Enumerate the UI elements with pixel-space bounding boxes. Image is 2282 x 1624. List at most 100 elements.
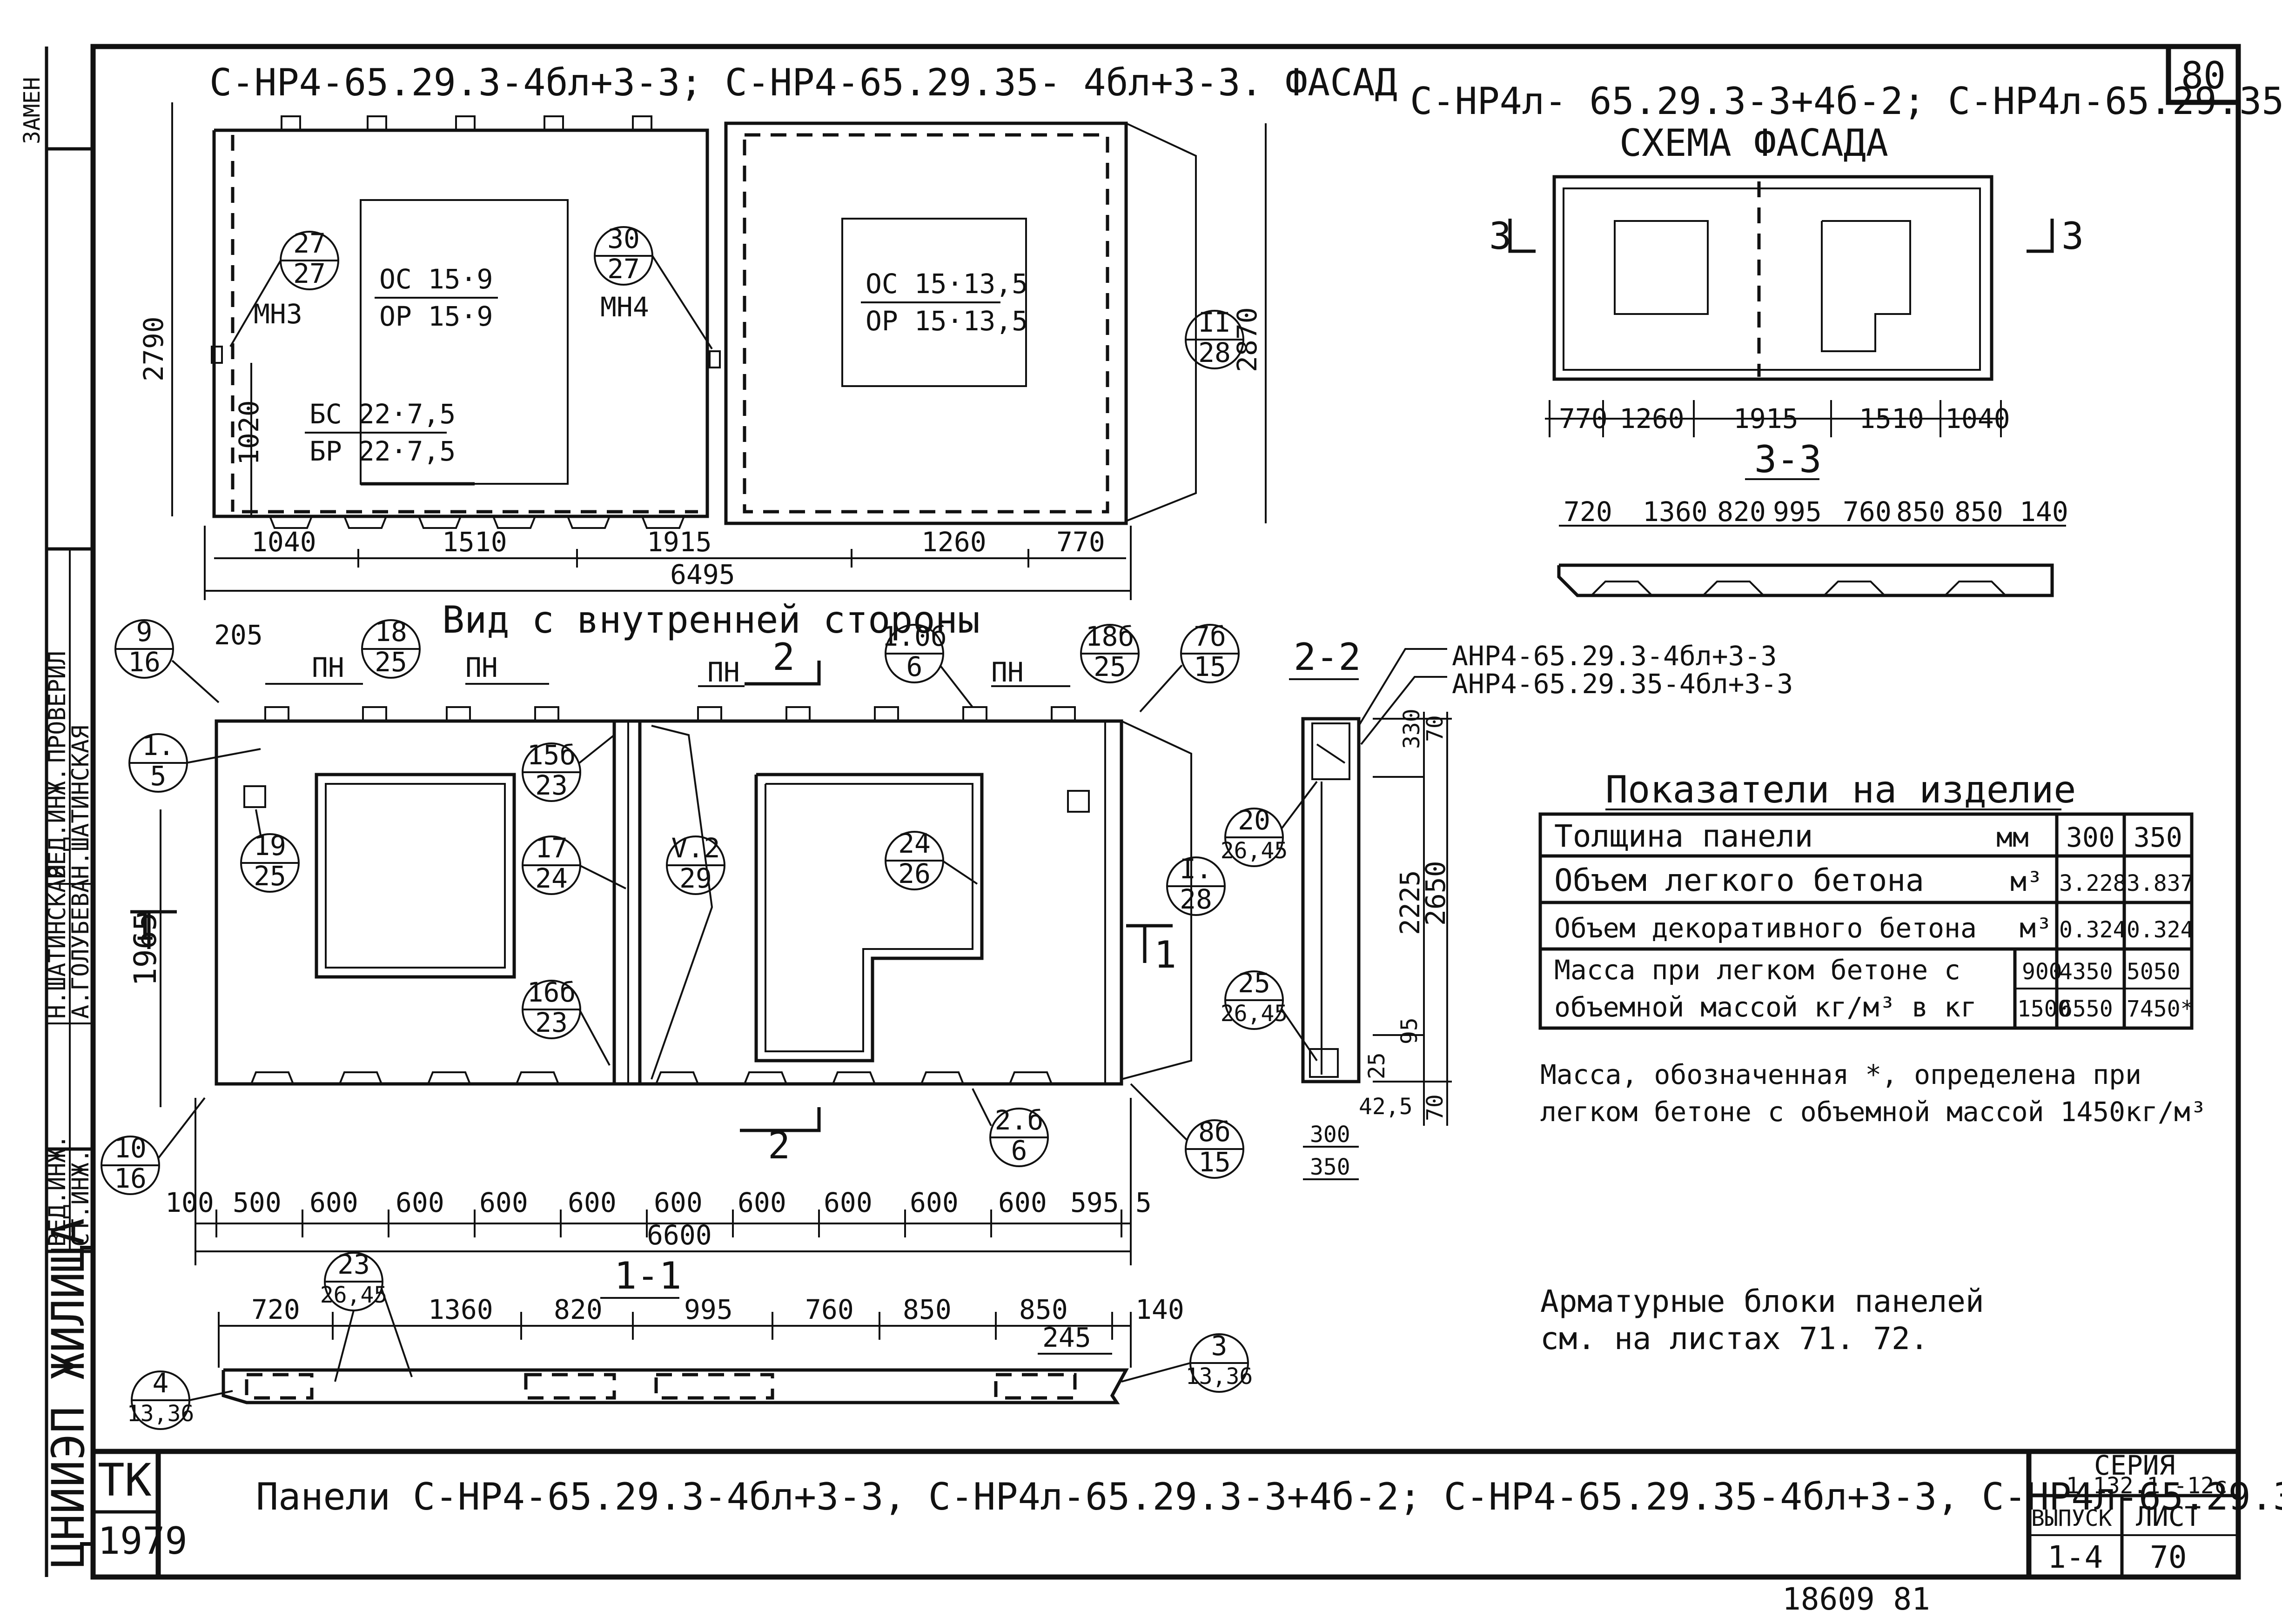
svg-text:70: 70	[1422, 715, 1448, 742]
svg-text:6: 6	[1011, 1135, 1027, 1166]
scheme-title-1: С-НР4л- 65.29.3-3+4б-2; С-НР4л-65.29.35-…	[1410, 80, 2282, 123]
svg-text:25: 25	[1364, 1052, 1390, 1079]
svg-text:V.2: V.2	[671, 832, 720, 864]
svg-text:13,36: 13,36	[1186, 1363, 1253, 1390]
svg-text:18: 18	[375, 616, 407, 648]
series-value: 1.132.1 -12с	[2066, 1473, 2228, 1499]
note-arm-1: Арматурные блоки панелей	[1540, 1283, 1984, 1319]
svg-text:3: 3	[1211, 1330, 1228, 1362]
inner-view-title: Вид с внутренней стороны	[442, 598, 980, 642]
svg-text:16: 16	[114, 1163, 147, 1194]
svg-text:23: 23	[535, 769, 568, 801]
svg-text:1: 1	[1154, 933, 1176, 976]
svg-text:600: 600	[479, 1187, 528, 1218]
facade-dim-1: 1040	[251, 526, 316, 558]
facade-dim-3: 1915	[647, 526, 712, 558]
drawing-title: Панели С-НР4-65.29.3-4бл+3-3, С-НР4л-65.…	[256, 1475, 2282, 1518]
svg-text:600: 600	[309, 1187, 358, 1218]
section-2-2-title: 2-2	[1294, 635, 1361, 679]
facade-window-b	[841, 218, 1027, 387]
svg-text:600: 600	[568, 1187, 617, 1218]
facade-right-panel	[724, 121, 1128, 525]
facade-dim-4: 1260	[921, 526, 987, 558]
svg-text:4: 4	[153, 1367, 169, 1399]
svg-text:26: 26	[898, 858, 931, 889]
svg-text:ПН: ПН	[465, 652, 498, 683]
svg-text:9: 9	[136, 616, 153, 648]
svg-text:27: 27	[293, 227, 326, 259]
svg-text:1360: 1360	[1643, 496, 1708, 528]
svg-text:25: 25	[254, 860, 286, 892]
strip-organization: ЦНИИЭП ЖИЛИЩА	[42, 1218, 94, 1568]
svg-text:0.324: 0.324	[2127, 917, 2194, 943]
inner-callout-9-16: 916	[114, 616, 220, 703]
inner-view-drawing: Вид с внутренней стороны	[101, 598, 1244, 1265]
svg-text:5: 5	[1135, 1187, 1152, 1218]
svg-text:820: 820	[1717, 496, 1766, 528]
svg-text:42,5: 42,5	[1359, 1094, 1413, 1120]
svg-text:760: 760	[1843, 496, 1892, 528]
svg-text:5050: 5050	[2127, 959, 2181, 985]
note-arm-2: см. на листах 71. 72.	[1540, 1321, 1928, 1357]
sheet-frame	[90, 44, 2241, 1580]
scheme-section-profile	[1557, 563, 2054, 597]
svg-text:600: 600	[824, 1187, 873, 1218]
left-strip: ЗАМЕН ВЕД.ИНЖ. СТ.ИНЖ. Н.ШАТИНСКАЯ А.ГОЛ…	[19, 77, 94, 1568]
inner-view-panel	[215, 719, 1123, 1086]
svg-text:3: 3	[2061, 214, 2084, 258]
svg-text:1260: 1260	[1619, 403, 1685, 434]
svg-text:770: 770	[1559, 403, 1608, 434]
svg-text:245: 245	[1042, 1322, 1091, 1353]
inner-callout-10b-6: 1.0б6	[882, 621, 973, 708]
svg-text:600: 600	[654, 1187, 703, 1218]
svg-text:760: 760	[805, 1294, 854, 1325]
svg-text:2: 2	[772, 635, 795, 679]
facade-height-right: 2870	[1231, 307, 1263, 372]
inner-window-b	[754, 773, 984, 1063]
section-2-2: 2-2 АНР4-65.29.3-4бл+3-3 АНР4-65.29.35-4…	[1221, 635, 1793, 1180]
svg-text:95: 95	[1396, 1017, 1423, 1044]
sheet-label: ЛИСТ	[2136, 1501, 2201, 1532]
title-year: 1979	[98, 1519, 188, 1563]
svg-text:м³: м³	[2020, 912, 2052, 944]
svg-text:6550: 6550	[2059, 996, 2113, 1022]
svg-text:70: 70	[1422, 1094, 1448, 1121]
svg-text:850: 850	[1896, 496, 1945, 528]
svg-text:850: 850	[1954, 496, 2003, 528]
section-1-callout-4: 413,36	[127, 1367, 233, 1430]
svg-text:1.0б: 1.0б	[882, 621, 947, 652]
inner-window-a	[315, 773, 516, 979]
svg-text:28: 28	[1198, 337, 1231, 368]
tag-mn3: МН3	[254, 298, 302, 330]
svg-text:АНР4-65.29.35-4бл+3-3: АНР4-65.29.35-4бл+3-3	[1452, 668, 1793, 700]
svg-text:16: 16	[128, 646, 161, 678]
inner-callout-2b-6: 2.б6	[972, 1088, 1049, 1167]
strip-check-role: ВЕД.ИНЖ.	[44, 767, 71, 879]
svg-text:26,45: 26,45	[1221, 838, 1288, 864]
strip-check-label: ПРОВЕРИЛ	[44, 651, 71, 763]
svg-text:25: 25	[375, 646, 407, 678]
svg-text:3.228: 3.228	[2059, 870, 2127, 896]
svg-text:7450*: 7450*	[2127, 996, 2194, 1022]
svg-text:27: 27	[293, 258, 326, 289]
scheme-section-title: 3-3	[1754, 438, 1822, 481]
svg-text:1040: 1040	[1945, 403, 2010, 434]
svg-text:600: 600	[910, 1187, 959, 1218]
svg-text:330: 330	[1399, 708, 1425, 749]
svg-text:24: 24	[535, 862, 568, 894]
svg-text:300: 300	[2066, 822, 2115, 853]
svg-text:29: 29	[679, 862, 712, 894]
svg-text:2650: 2650	[1420, 861, 1451, 926]
section-2-2-profile	[1301, 717, 1361, 1083]
